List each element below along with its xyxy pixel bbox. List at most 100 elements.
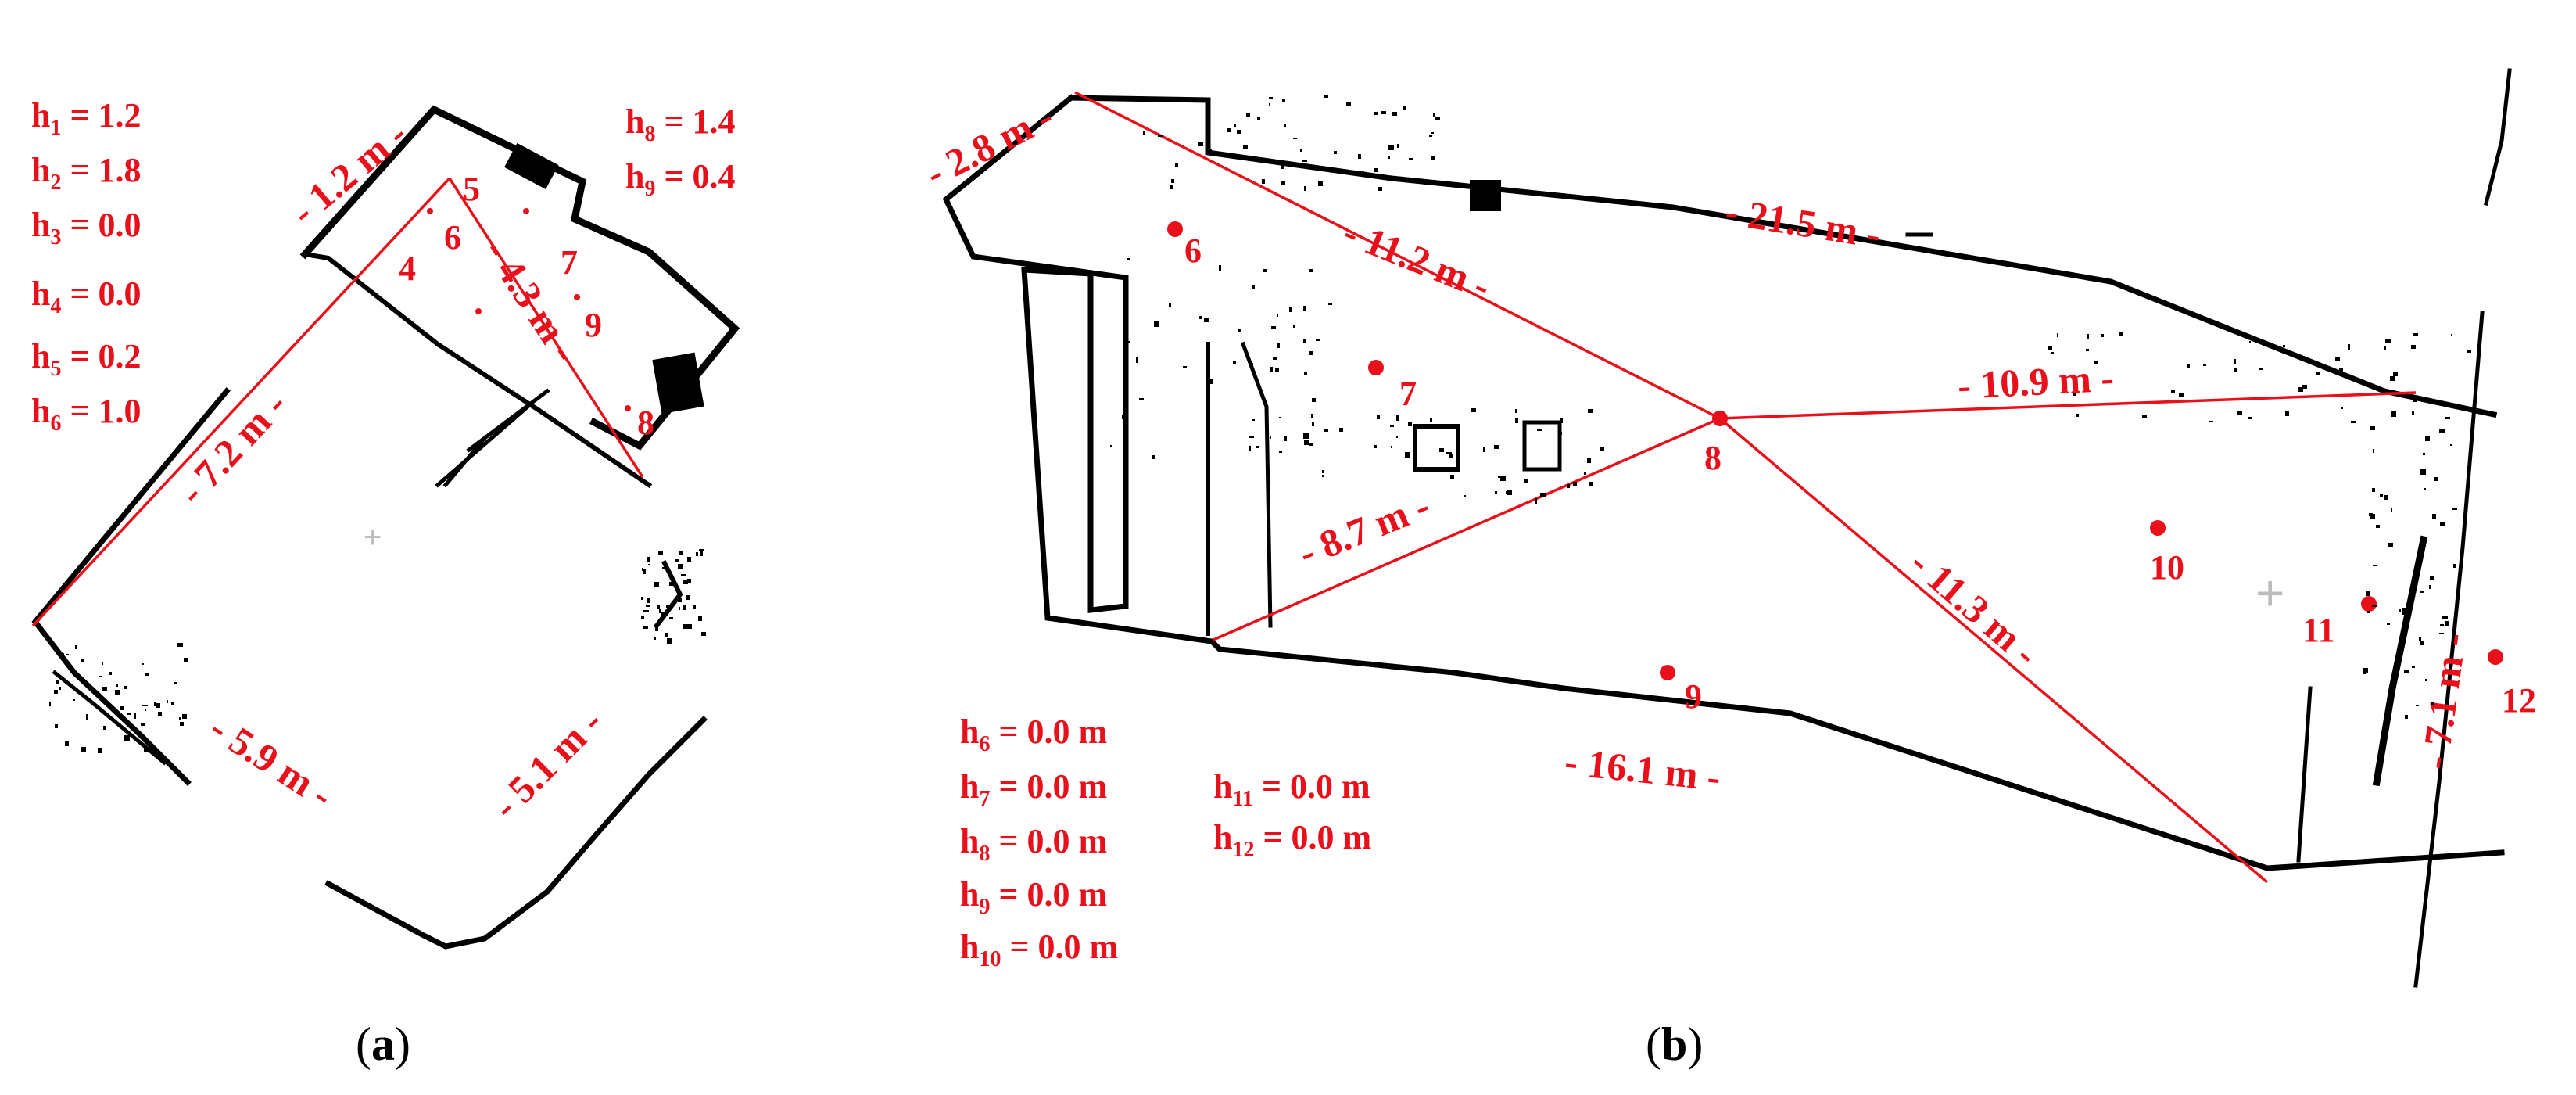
b-dim-21-5: - 21.5 m - — [1722, 189, 1883, 257]
noise-speck — [654, 637, 656, 640]
noise-speck — [1316, 339, 1320, 341]
noise-speck — [1289, 307, 1292, 312]
noise-speck — [184, 658, 188, 662]
b-point-9: 9 — [1685, 677, 1702, 716]
a-height-5: h5 = 0.2 — [31, 337, 142, 381]
noise-speck — [1277, 314, 1278, 317]
noise-speck — [102, 687, 107, 691]
noise-speck — [1430, 418, 1432, 422]
noise-speck — [1403, 106, 1406, 110]
noise-speck — [2467, 350, 2471, 353]
noise-speck — [2248, 417, 2252, 419]
b-height-11: h11 = 0.0 m — [1213, 767, 1370, 811]
noise-speck — [696, 552, 698, 556]
b-dim-2-8: - 2.8 m - — [919, 94, 1060, 195]
noise-speck — [1396, 415, 1399, 421]
noise-speck — [2380, 494, 2383, 497]
b-line-11-3 — [1718, 417, 2269, 884]
noise-speck — [2452, 508, 2457, 510]
noise-speck — [1471, 408, 1476, 412]
noise-speck — [2073, 393, 2076, 396]
noise-speck — [158, 712, 162, 716]
noise-speck — [1324, 95, 1328, 98]
noise-speck — [1483, 447, 1485, 452]
b-scale-mark: + — [2255, 565, 2284, 621]
noise-speck — [1263, 269, 1267, 272]
noise-speck — [1500, 476, 1506, 481]
a-height-6: h6 = 1.0 — [31, 392, 142, 436]
noise-speck — [675, 559, 679, 562]
noise-speck — [1175, 163, 1178, 167]
a-height-9: h9 = 0.4 — [625, 157, 736, 201]
caption-b: (b) — [1646, 1018, 1703, 1070]
noise-speck — [1429, 135, 1432, 137]
noise-speck — [1589, 482, 1593, 486]
noise-speck — [2453, 564, 2456, 568]
a-point-4: 4 — [399, 250, 416, 288]
noise-speck — [1346, 102, 1351, 106]
noise-speck — [662, 567, 666, 569]
noise-speck — [1293, 138, 1297, 139]
noise-speck — [1249, 436, 1254, 438]
b-dim-16-1: - 16.1 m - — [1563, 739, 1723, 799]
noise-speck — [1152, 455, 1155, 459]
noise-speck — [1309, 443, 1313, 446]
noise-speck — [654, 582, 659, 587]
a-height-8: h8 = 1.4 — [625, 102, 736, 146]
noise-speck — [641, 616, 644, 619]
noise-speck — [1573, 482, 1577, 486]
noise-speck — [2404, 670, 2409, 673]
noise-speck — [658, 551, 663, 555]
noise-speck — [120, 706, 124, 710]
noise-speck — [646, 605, 650, 607]
noise-speck — [1377, 415, 1380, 419]
noise-speck — [66, 654, 69, 655]
scan-noise — [49, 95, 2471, 753]
noise-speck — [1127, 258, 1130, 260]
noise-speck — [2372, 605, 2377, 607]
noise-speck — [1233, 361, 1236, 364]
noise-speck — [1198, 142, 1203, 146]
noise-speck — [1515, 418, 1518, 423]
noise-speck — [2413, 333, 2418, 336]
a-height-3: h3 = 0.0 — [31, 206, 142, 250]
noise-speck — [167, 700, 168, 703]
noise-speck — [2439, 429, 2445, 433]
noise-speck — [59, 653, 64, 657]
noise-speck — [145, 709, 146, 711]
noise-speck — [683, 605, 686, 610]
noise-speck — [1390, 425, 1394, 427]
noise-speck — [1431, 132, 1434, 134]
noise-speck — [667, 638, 672, 644]
noise-speck — [56, 680, 59, 684]
noise-speck — [679, 551, 683, 555]
noise-speck — [1378, 187, 1382, 191]
a-scale-mark: + — [364, 520, 382, 555]
b-point-7: 7 — [1399, 375, 1417, 413]
a-point-9: 9 — [585, 306, 602, 344]
a-line-4-3 — [448, 178, 644, 478]
noise-speck — [1391, 446, 1392, 448]
noise-speck — [2411, 345, 2416, 349]
noise-speck — [2451, 334, 2452, 336]
a-point-8: 8 — [637, 404, 654, 442]
noise-speck — [2434, 477, 2438, 481]
noise-speck — [2399, 609, 2401, 612]
a-point-6: 6 — [444, 218, 461, 257]
noise-speck — [2142, 415, 2147, 418]
noise-speck — [174, 682, 177, 684]
noise-speck — [1506, 491, 1507, 494]
noise-speck — [99, 676, 102, 677]
noise-speck — [2234, 368, 2237, 372]
noise-speck — [679, 607, 680, 610]
noise-speck — [1450, 475, 1454, 479]
noise-speck — [1587, 458, 1591, 463]
noise-speck — [1139, 398, 1144, 400]
noise-speck — [141, 723, 145, 726]
noise-speck — [2366, 591, 2370, 596]
noise-speck — [2370, 426, 2375, 430]
noise-speck — [109, 672, 112, 675]
noise-speck — [2439, 633, 2444, 634]
noise-speck — [641, 597, 643, 600]
noise-speck — [116, 684, 118, 687]
